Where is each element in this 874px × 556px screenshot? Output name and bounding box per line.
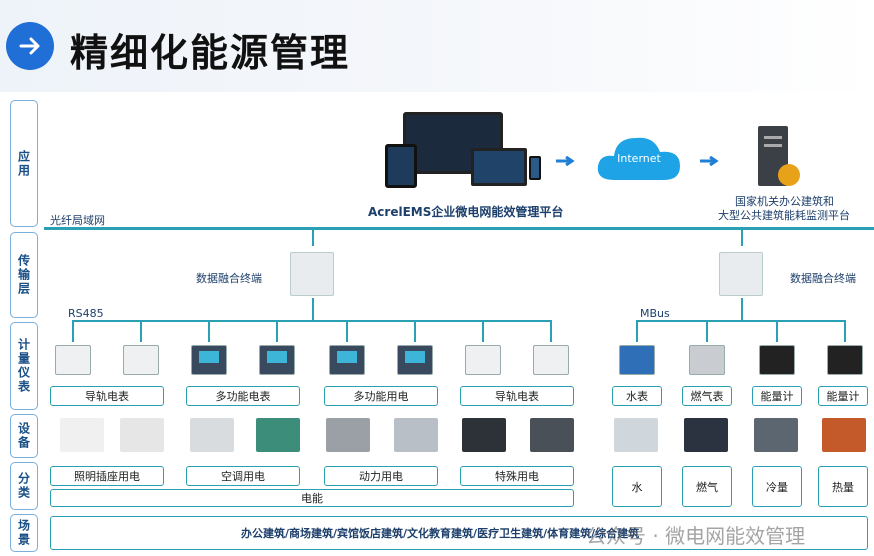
category-label: 水 [612, 466, 662, 507]
terminal-right-label: 数据融合终端 [790, 272, 856, 285]
internet-cloud-icon: Internet [594, 130, 684, 186]
connector-line [312, 298, 314, 320]
meter-label: 导轨电表 [460, 386, 574, 406]
meter-label: 水表 [612, 386, 662, 406]
layer-label-app: 应用 [10, 100, 38, 227]
motor-photo [394, 418, 438, 452]
category-label: 特殊用电 [460, 466, 574, 486]
platform-devices-image [385, 112, 541, 192]
category-label: 照明插座用电 [50, 466, 164, 486]
drop-line [276, 320, 278, 342]
header-bar: 精细化能源管理 [0, 0, 874, 92]
multifunction-meter-icon [329, 345, 365, 375]
gov-platform-label-1: 国家机关办公建筑和 [735, 195, 834, 208]
drop-line [72, 320, 74, 342]
mbus-label: MBus [640, 307, 670, 320]
chiller-photo [754, 418, 798, 452]
lan-backbone-line [44, 227, 874, 230]
arrow-right-icon [556, 156, 575, 166]
data-terminal-right-icon [719, 252, 763, 296]
platform-label: AcrelEMS企业微电网能效管理平台 [368, 205, 564, 219]
energy-meter-icon [827, 345, 863, 375]
meter-label: 多功能电表 [186, 386, 300, 406]
drop-line [706, 320, 708, 342]
category-label: 空调用电 [186, 466, 300, 486]
layer-label-scenes: 场景 [10, 514, 38, 552]
multifunction-meter-icon [259, 345, 295, 375]
arrow-right-icon [6, 22, 54, 70]
data-terminal-left-icon [290, 252, 334, 296]
elevator-photo [326, 418, 370, 452]
energy-meter-icon [759, 345, 795, 375]
lighting-photo [60, 418, 104, 452]
rs485-bus-line [72, 320, 552, 322]
scene-label: 办公建筑/商场建筑/宾馆饭店建筑/文化教育建筑/医疗卫生建筑/体育建筑/综合建筑 [50, 516, 868, 550]
din-rail-meter-icon [55, 345, 91, 375]
category-label: 冷量 [752, 466, 802, 507]
air-conditioner-photo [190, 418, 234, 452]
category-label: 热量 [818, 466, 868, 507]
internet-label: Internet [617, 152, 661, 165]
electric-energy-label: 电能 [50, 489, 574, 507]
drop-line [208, 320, 210, 342]
din-rail-meter-icon [123, 345, 159, 375]
gov-platform-label-2: 大型公共建筑能耗监测平台 [718, 209, 850, 222]
drop-line [636, 320, 638, 342]
gas-stove-photo [684, 418, 728, 452]
server-icon [752, 126, 802, 190]
category-label: 燃气 [682, 466, 732, 507]
drop-line [346, 320, 348, 342]
drop-line [550, 320, 552, 342]
water-meter-icon [619, 345, 655, 375]
din-rail-meter-icon [533, 345, 569, 375]
meter-label: 多功能用电 [324, 386, 438, 406]
drop-line [140, 320, 142, 342]
meter-label: 燃气表 [682, 386, 732, 406]
drop-line [844, 320, 846, 342]
boiler-photo [822, 418, 866, 452]
meter-label: 能量计 [752, 386, 802, 406]
drop-line [776, 320, 778, 342]
special-equipment-photo [530, 418, 574, 452]
rs485-label: RS485 [68, 307, 104, 320]
connector-line [312, 230, 314, 246]
multifunction-meter-icon [191, 345, 227, 375]
gas-meter-icon [689, 345, 725, 375]
drop-line [482, 320, 484, 342]
layer-label-transport: 传输层 [10, 232, 38, 318]
multifunction-meter-icon [397, 345, 433, 375]
pump-photo [256, 418, 300, 452]
din-rail-meter-icon [465, 345, 501, 375]
layer-label-categories: 分类 [10, 462, 38, 510]
page-title: 精细化能源管理 [70, 31, 351, 75]
server-rack-photo [462, 418, 506, 452]
watermark: 公众号 · 微电网能效管理 [586, 524, 806, 548]
layer-label-devices: 设备 [10, 414, 38, 458]
drop-line [414, 320, 416, 342]
connector-line [741, 298, 743, 320]
arrow-right-icon [700, 156, 719, 166]
meter-label: 导轨电表 [50, 386, 164, 406]
socket-photo [120, 418, 164, 452]
mbus-bus-line [636, 320, 846, 322]
lan-label: 光纤局域网 [50, 214, 105, 227]
meter-label: 能量计 [818, 386, 868, 406]
layer-label-meters: 计量仪表 [10, 322, 38, 410]
terminal-left-label: 数据融合终端 [196, 272, 262, 285]
faucet-photo [614, 418, 658, 452]
category-label: 动力用电 [324, 466, 438, 486]
connector-line [741, 230, 743, 246]
